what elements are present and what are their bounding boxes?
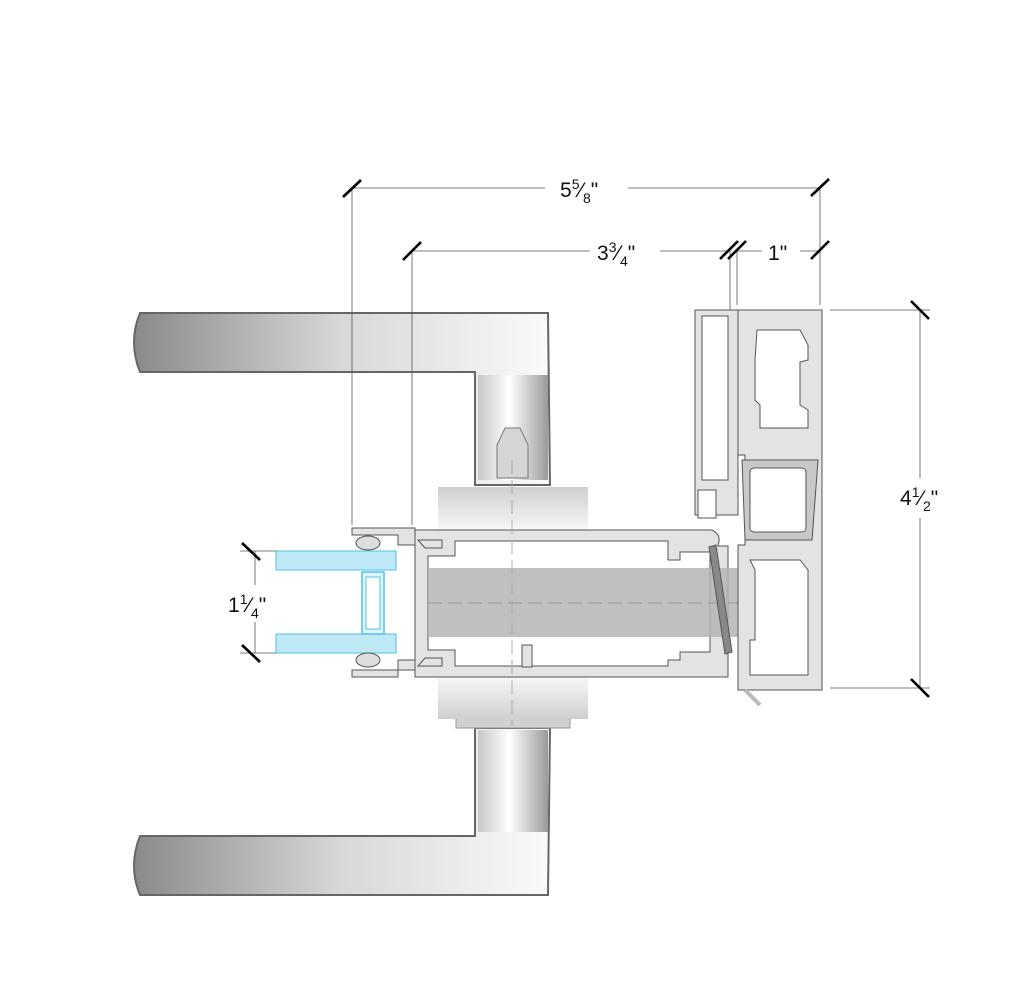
door-gasket	[708, 544, 733, 655]
top-rose	[438, 487, 588, 530]
dimension-door-depth: 33⁄4"	[402, 239, 739, 269]
dimension-overall-width: 55⁄8"	[342, 176, 830, 206]
svg-text:1": 1"	[768, 242, 787, 265]
svg-text:11⁄4": 11⁄4"	[228, 591, 266, 621]
dimension-glass-thickness: 11⁄4"	[228, 542, 266, 663]
dimension-frame-depth: 1"	[727, 240, 830, 265]
door-frame	[694, 309, 823, 707]
bottom-lever-handle	[133, 717, 571, 896]
svg-text:55⁄8": 55⁄8"	[560, 176, 598, 206]
insulated-glass	[275, 550, 397, 654]
top-lever-handle	[133, 312, 552, 486]
svg-text:33⁄4": 33⁄4"	[597, 239, 635, 269]
glazing-stops	[351, 527, 416, 678]
extension-lines	[240, 188, 930, 689]
dimension-frame-height: 41⁄2"	[900, 300, 938, 698]
bottom-rose	[438, 677, 588, 719]
svg-text:41⁄2": 41⁄2"	[900, 484, 938, 514]
